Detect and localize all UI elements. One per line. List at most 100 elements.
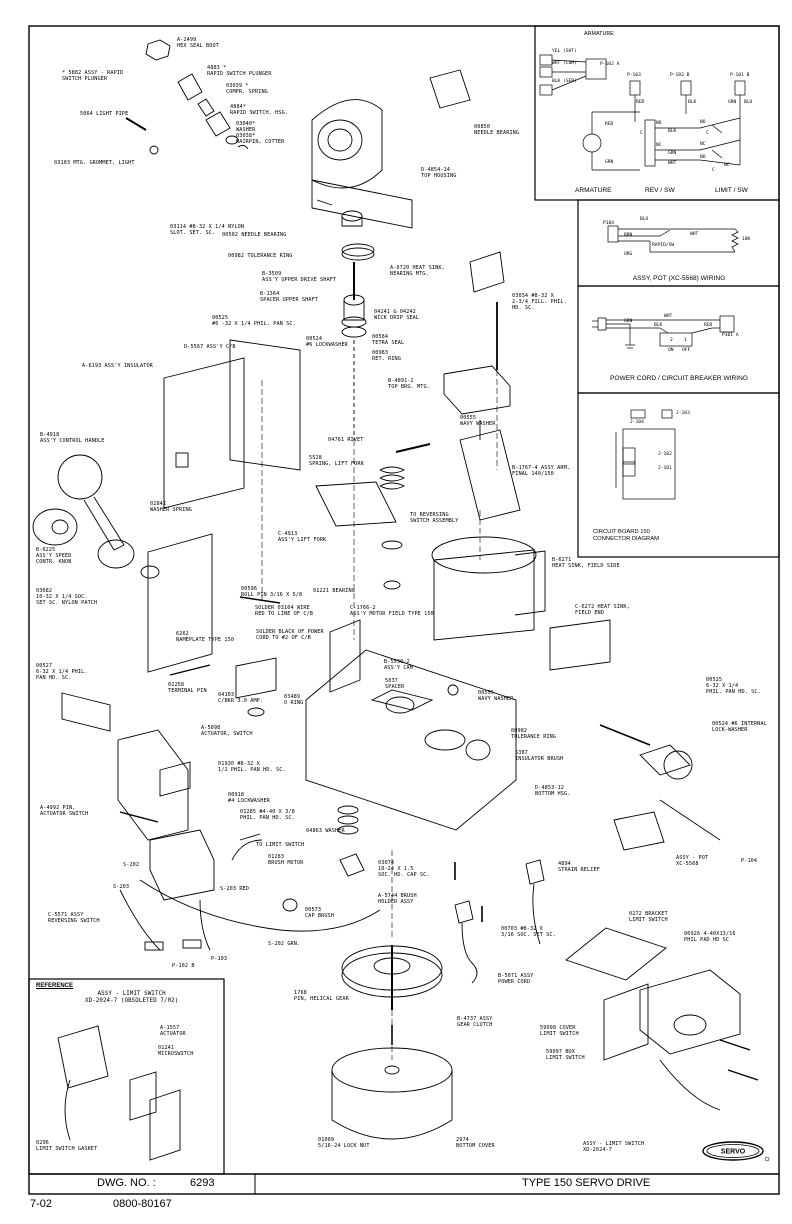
part-label-line: 00524 #6 INTERNAL [712, 721, 767, 727]
part-label-line: 04863 WASHER [306, 828, 345, 834]
part-label-line: TO REVERSING [410, 512, 449, 518]
part-label-line: B-4918 [40, 432, 60, 438]
part-label-line: SLOT. SET. SC. [170, 230, 216, 236]
part-label-line: 03074 [378, 860, 395, 866]
part-label-line: 59098 COVER [540, 1025, 576, 1031]
part-label-line: SPACER UPPER SHAFT [260, 297, 319, 303]
part-label-line: 02258 [168, 682, 185, 688]
part-label-line: CONTR. KNOB [36, 559, 72, 565]
part-label-line: SOLDER BLACK OF POWER [256, 629, 324, 635]
part-label: S-203 RED [220, 886, 249, 892]
part-label-line: B-5071 ASSY [498, 973, 534, 979]
drawing-number-label: DWG. NO. : [97, 1177, 156, 1189]
part-label: P-102 B [172, 963, 195, 969]
connector-label: P-102 A [600, 62, 620, 67]
power-label: GRN [624, 319, 633, 324]
lift-fork-shape [315, 481, 397, 527]
part-label-line: BRUSH MOTOR [268, 860, 304, 866]
part-label-line: SWITCH ASSEMBLY [410, 518, 459, 524]
part-label-line: POWER CORD [498, 979, 531, 985]
connector-label: P-103 [627, 73, 641, 78]
part-label-line: NAMEPLATE TYPE 150 [176, 637, 235, 643]
part-label-line: 10-24 X 1.5 [378, 866, 414, 872]
part-label-line: HD. SC. [512, 305, 535, 311]
part-label-line: HEAT SINK, FIELD SIDE [552, 563, 620, 569]
part-label-line: HEX SEAL BOOT [177, 43, 219, 49]
switch-mark: NC [700, 142, 706, 147]
part-label-line: 00555 [478, 690, 495, 696]
part-label-line: 1/2 PHIL. PAN HD. SC. [218, 767, 286, 773]
part-label-line: 5387 [515, 750, 528, 756]
part-label-line: 04241 & 04242 [374, 309, 416, 315]
wire-label: WHT (COM) [552, 61, 577, 66]
armature-title: ARMATURE [584, 31, 614, 37]
nameplate-shape [147, 533, 213, 673]
part-label: 03039 *COMPR. SPRING [226, 83, 268, 95]
part-label-line: #4 LOCKWASHER [228, 798, 270, 804]
part-label-line: 03039 * [226, 83, 249, 89]
armature-caption-mid: REV / SW [645, 187, 675, 194]
power-label: 1 [684, 338, 687, 343]
wire-label: RED [605, 122, 614, 127]
part-label: 04761 RIVET [328, 437, 363, 443]
part-label-line: 02842 [150, 501, 167, 507]
part-label: A-6720 HEAT SINK,BEARING MTG. [390, 265, 445, 277]
part-label-line: D-4854-14 [421, 167, 451, 173]
wire-label: GRN [728, 100, 737, 105]
part-label: 03038*HAIRPIN, COTTER [236, 133, 284, 145]
part-label-line: 5528 [309, 455, 322, 461]
limit-switch-box-shape [639, 969, 741, 1055]
connector-label: P-101 B [730, 73, 750, 78]
part-label-line: 6-32 X 1/4 PHIL. [36, 669, 88, 675]
part-label-line: 03040* [236, 121, 256, 127]
part-label: S-203 [113, 884, 129, 890]
part-label-line: WICK DRIP SEAL [374, 315, 420, 321]
part-label-line: WAVY WASHER [478, 696, 514, 702]
pot-label: P104 [603, 221, 615, 226]
part-label-line: CAP BRUSH [305, 913, 335, 919]
part-label-line: 00525 [212, 315, 229, 321]
part-label-line: TOP HOUSING [421, 173, 457, 179]
part-label-line: 00502 NEEDLE BEARING [222, 232, 287, 238]
part-label-line: PHIL. PAN HD. SC. [240, 815, 295, 821]
part-label: 4884*RAPID SWITCH, HSG. [230, 104, 288, 116]
switch-mark: C [706, 131, 709, 136]
part-label-line: RAPID SWITCH, HSG. [230, 110, 289, 116]
switch-mark: NC [656, 143, 662, 148]
part-label-line: REVERSING SWITCH [48, 918, 100, 924]
part-label: 00918#4 LOCKWASHER [228, 792, 270, 804]
part-label-line: B-4737 ASSY [457, 1016, 493, 1022]
part-label-line: BOTTOM COVER [456, 1143, 495, 1149]
part-label-line: CORD TO #2 OF C/B [256, 635, 311, 641]
switch-mark: NC [724, 163, 730, 168]
wire-label: BLK (SER) [552, 79, 577, 84]
servo-logo: SERVO [702, 1141, 770, 1162]
reference-heading: REFERENCE [36, 983, 74, 989]
part-label-line: BOTTOM HSG. [535, 791, 571, 797]
part-label-line: COMPR. SPRING [226, 89, 268, 95]
part-label-line: PAN HD. SC. [36, 675, 72, 681]
part-label-line: 2974 [456, 1137, 469, 1143]
part-label-line: WASHER SPRING [150, 507, 192, 513]
